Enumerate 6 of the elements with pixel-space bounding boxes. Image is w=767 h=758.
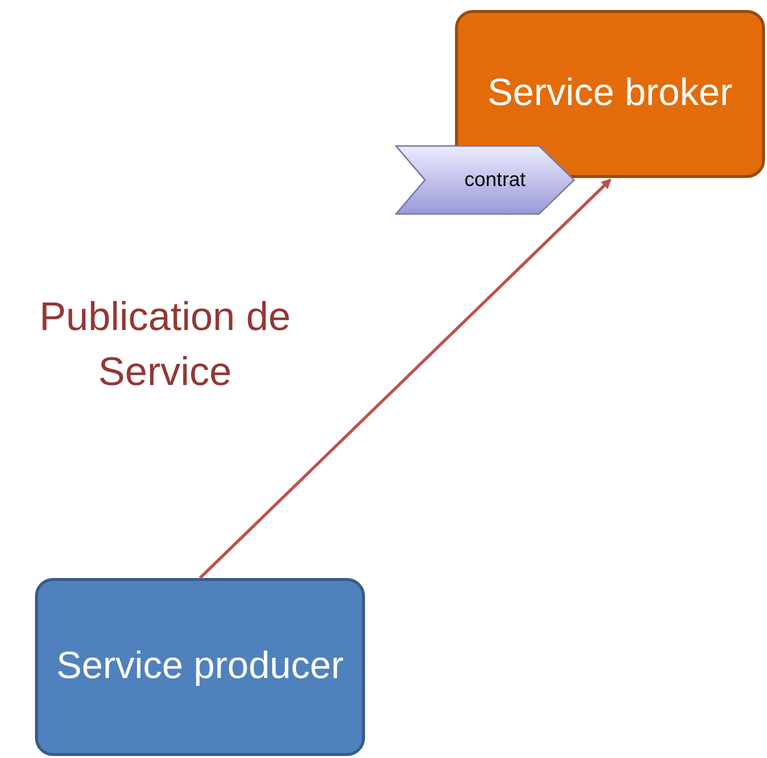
arrow [198, 178, 612, 580]
process-box [35, 578, 365, 756]
box-label: Service producer [56, 644, 344, 690]
text-label: Publication de Service [38, 294, 292, 396]
chevron-label: contrat [463, 168, 526, 192]
box-label: Service broker [488, 71, 732, 116]
